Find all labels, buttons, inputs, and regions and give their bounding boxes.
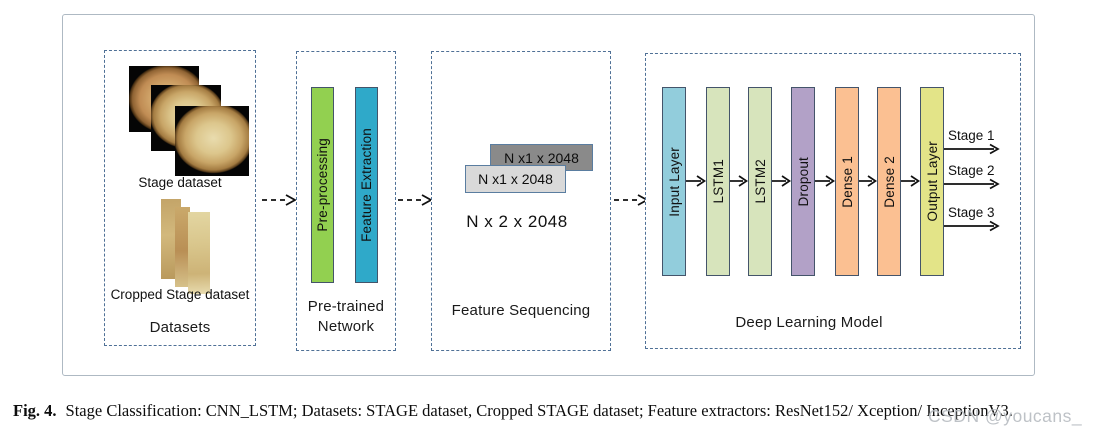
feature-extraction-bar: Feature Extraction	[355, 87, 378, 283]
sequencing-box-label: Feature Sequencing	[451, 302, 591, 319]
output-layer-bar: Output Layer	[920, 87, 944, 276]
datasets-box-label: Datasets	[149, 319, 211, 336]
model-box-label: Deep Learning Model	[735, 314, 883, 331]
dashed-arrow	[398, 194, 433, 206]
cropped-dataset-label: Cropped Stage dataset	[110, 287, 250, 302]
stage1-label: Stage 1	[948, 128, 995, 143]
layer-arrow	[730, 175, 749, 187]
figure-frame: Stage dataset Cropped Stage dataset Data…	[62, 14, 1035, 376]
stage2-arrow	[944, 178, 1000, 190]
feature-chip-top-label: N x1 x 2048	[504, 149, 579, 166]
figure-caption-tag: Fig. 4.	[13, 401, 57, 420]
layer-arrow	[772, 175, 792, 187]
lstm1-label: LSTM1	[710, 159, 726, 204]
feature-chip-bottom: N x1 x 2048	[465, 165, 566, 193]
lstm2-label: LSTM2	[752, 159, 768, 204]
stage2-label: Stage 2	[948, 163, 995, 178]
figure-caption: Fig. 4. Stage Classification: CNN_LSTM; D…	[13, 401, 1099, 421]
layer-arrow	[859, 175, 878, 187]
lstm1-bar: LSTM1	[706, 87, 730, 276]
watermark: CSDN @youcans_	[928, 406, 1083, 426]
dense2-label: Dense 2	[881, 155, 897, 208]
input-layer-label: Input Layer	[666, 146, 682, 217]
pretrained-box-label-line2: Network	[317, 318, 375, 335]
datasets-box: Stage dataset Cropped Stage dataset Data…	[104, 50, 256, 346]
lstm2-bar: LSTM2	[748, 87, 772, 276]
preprocessing-label: Pre-processing	[315, 138, 330, 232]
stage-dataset-label: Stage dataset	[138, 175, 222, 190]
pretrained-network-box: Pre-processing Feature Extraction Pre-tr…	[296, 51, 396, 351]
dashed-arrow	[614, 194, 649, 206]
output-layer-label: Output Layer	[924, 141, 940, 222]
figure-caption-text: Stage Classification: CNN_LSTM; Datasets…	[65, 401, 1013, 420]
dropout-bar: Dropout	[791, 87, 815, 276]
dense2-bar: Dense 2	[877, 87, 901, 276]
input-layer-bar: Input Layer	[662, 87, 686, 276]
feature-chip-bottom-label: N x1 x 2048	[478, 171, 553, 187]
stage1-arrow	[944, 143, 1000, 155]
dropout-label: Dropout	[795, 156, 811, 207]
stage3-arrow	[944, 220, 1000, 232]
cropped-image-strip	[175, 207, 190, 287]
dense1-bar: Dense 1	[835, 87, 859, 276]
preprocessing-bar: Pre-processing	[311, 87, 334, 283]
stage3-label: Stage 3	[948, 205, 995, 220]
layer-arrow	[901, 175, 921, 187]
deep-learning-model-box: Input Layer LSTM1 LSTM2 Dropout Dense 1 …	[645, 53, 1021, 349]
sequencing-result-label: N x 2 x 2048	[466, 212, 568, 231]
fundus-image	[175, 106, 249, 176]
layer-arrow	[686, 175, 707, 187]
dense1-label: Dense 1	[839, 155, 855, 208]
feature-sequencing-box: N x1 x 2048 N x1 x 2048 N x 2 x 2048 Fea…	[431, 51, 611, 351]
layer-arrow	[815, 175, 836, 187]
cropped-image-strip	[188, 212, 210, 294]
dashed-arrow	[262, 194, 297, 206]
pretrained-box-label-line1: Pre-trained	[307, 298, 385, 315]
feature-extraction-label: Feature Extraction	[359, 128, 374, 242]
